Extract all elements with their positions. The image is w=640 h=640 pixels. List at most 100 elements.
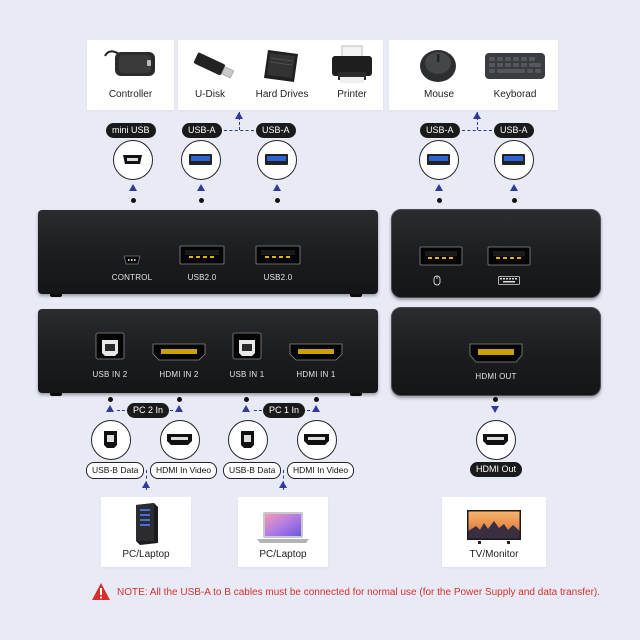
hdmi-in-video-pill-1: HDMI In Video xyxy=(150,462,218,479)
kvm-switch-rear: USB IN 2 HDMI IN 2 USB IN 1 HDMI IN 1 xyxy=(38,309,378,393)
pc-laptop-card-1: PC/Laptop xyxy=(101,497,191,567)
usb-a-extender-port-1 xyxy=(419,246,463,266)
usb2-port-label-1: USB2.0 xyxy=(187,273,217,282)
hdmi-connector-icon xyxy=(167,434,192,445)
dot-hdmi-out xyxy=(493,397,498,402)
pc1-join-line xyxy=(283,470,285,490)
mini-usb-connector-icon xyxy=(123,155,142,164)
usb-b-port-2 xyxy=(95,332,125,360)
usb-b-data-pill-1: USB-B Data xyxy=(86,462,145,479)
hdmi-out-port-label: HDMI OUT xyxy=(475,372,517,381)
arrow-usb-in-2 xyxy=(106,405,114,412)
desktop-pc-icon xyxy=(136,503,158,545)
keyboard-port-icon xyxy=(498,276,520,285)
usb-a-connector-icon xyxy=(265,154,288,165)
pc2-join-line xyxy=(146,470,148,490)
controller-label: Controller xyxy=(108,89,153,100)
pc1-in-pill: PC 1 In xyxy=(263,403,306,418)
hdmi-in-video-pill-2: HDMI In Video xyxy=(287,462,355,479)
usb2-port-label-2: USB2.0 xyxy=(263,273,293,282)
dot-hdmi-in-1 xyxy=(314,397,319,402)
hdmi-in-2-label: HDMI IN 2 xyxy=(159,370,199,379)
usb-devices-card: U-Disk Hard Drives Printer xyxy=(178,40,383,110)
arrow-mini-usb xyxy=(129,184,137,191)
pc2-arrow xyxy=(142,481,150,488)
device-foot xyxy=(50,294,62,297)
hdmi-connector-icon xyxy=(483,434,508,445)
usb-b-connector-icon xyxy=(241,431,254,448)
usb-a-port-circle-1 xyxy=(181,140,221,180)
device-foot xyxy=(50,393,62,396)
printer-icon xyxy=(332,45,372,83)
mouse-label: Mouse xyxy=(423,89,454,100)
usb-a-pill-2: USB-A xyxy=(256,123,296,138)
usb-a-connector-icon xyxy=(189,154,212,165)
usb-a-port-circle-2 xyxy=(257,140,297,180)
arrow-usb-a-3 xyxy=(435,184,443,191)
hard-drive-icon xyxy=(264,50,298,82)
hdmi-cable-circle-1 xyxy=(160,420,200,460)
tv-monitor-icon xyxy=(467,510,521,544)
usb-a-port-circle-4 xyxy=(494,140,534,180)
udisk-icon xyxy=(193,52,235,79)
usb-a-pill-4: USB-A xyxy=(494,123,534,138)
mini-usb-pill: mini USB xyxy=(106,123,156,138)
warning-icon xyxy=(92,583,110,600)
mouse-drop-line xyxy=(477,112,479,130)
pc-laptop-card-2: PC/Laptop xyxy=(238,497,328,567)
hard-drives-label: Hard Drives xyxy=(255,89,309,100)
extender-front xyxy=(391,209,601,298)
hdmi-cable-circle-2 xyxy=(297,420,337,460)
arrow-hdmi-out xyxy=(491,406,499,413)
usb-a-front-port-2 xyxy=(255,245,301,265)
hdmi-port-2 xyxy=(152,343,206,361)
pc1-arrow xyxy=(279,481,287,488)
control-port-label: CONTROL xyxy=(111,273,153,282)
usb-b-cable-circle-2 xyxy=(228,420,268,460)
keyboard-icon xyxy=(485,53,545,79)
laptop-icon xyxy=(257,512,309,543)
hdmi-port-1 xyxy=(289,343,343,361)
hdmi-connector-icon xyxy=(304,434,329,445)
hdmi-out-cable-circle xyxy=(476,420,516,460)
usb-a-split-line xyxy=(224,130,254,132)
tv-monitor-label: TV/Monitor xyxy=(469,549,519,560)
pc-laptop-label-1: PC/Laptop xyxy=(122,549,170,560)
usb-b-port-1 xyxy=(232,332,262,360)
arrow-hdmi-in-2 xyxy=(175,405,183,412)
arrow-hdmi-in-1 xyxy=(312,405,320,412)
hdmi-out-port xyxy=(469,343,523,363)
dot-usb-in-1 xyxy=(244,397,249,402)
dot-usb-a-2 xyxy=(275,198,280,203)
dot-usb-a-3 xyxy=(437,198,442,203)
mouse-icon xyxy=(420,50,456,82)
cable-note: NOTE: All the USB-A to B cables must be … xyxy=(117,587,601,598)
tv-monitor-card: TV/Monitor xyxy=(442,497,546,567)
extender-rear: HDMI OUT xyxy=(391,307,601,396)
dot-usb-in-2 xyxy=(108,397,113,402)
device-foot xyxy=(350,294,362,297)
usb-a-extender-port-2 xyxy=(487,246,531,266)
arrow-usb-a-4 xyxy=(510,184,518,191)
device-foot xyxy=(350,393,362,396)
hdmi-out-pill: HDMI Out xyxy=(470,462,523,477)
usb-b-connector-icon xyxy=(104,431,117,448)
udisk-drop-line xyxy=(239,112,241,130)
pc2-in-pill: PC 2 In xyxy=(127,403,170,418)
arrow-usb-a-1 xyxy=(197,184,205,191)
mouse-port-icon xyxy=(433,275,441,286)
mini-usb-port xyxy=(123,255,141,265)
usb-a-connector-icon xyxy=(502,154,525,165)
usb-b-cable-circle-1 xyxy=(91,420,131,460)
usb-a-connector-icon xyxy=(427,154,450,165)
usb-in-1-label: USB IN 1 xyxy=(229,370,265,379)
usb-a-front-port-1 xyxy=(179,245,225,265)
udisk-arrow xyxy=(235,112,243,119)
usb-a-split-line-right xyxy=(462,130,492,132)
dot-mini-usb xyxy=(131,198,136,203)
udisk-label: U-Disk xyxy=(195,89,225,100)
controller-icon xyxy=(104,50,155,76)
usb-a-port-circle-3 xyxy=(419,140,459,180)
input-devices-card: Mouse Keyborad xyxy=(389,40,558,110)
usb-a-pill-3: USB-A xyxy=(420,123,460,138)
